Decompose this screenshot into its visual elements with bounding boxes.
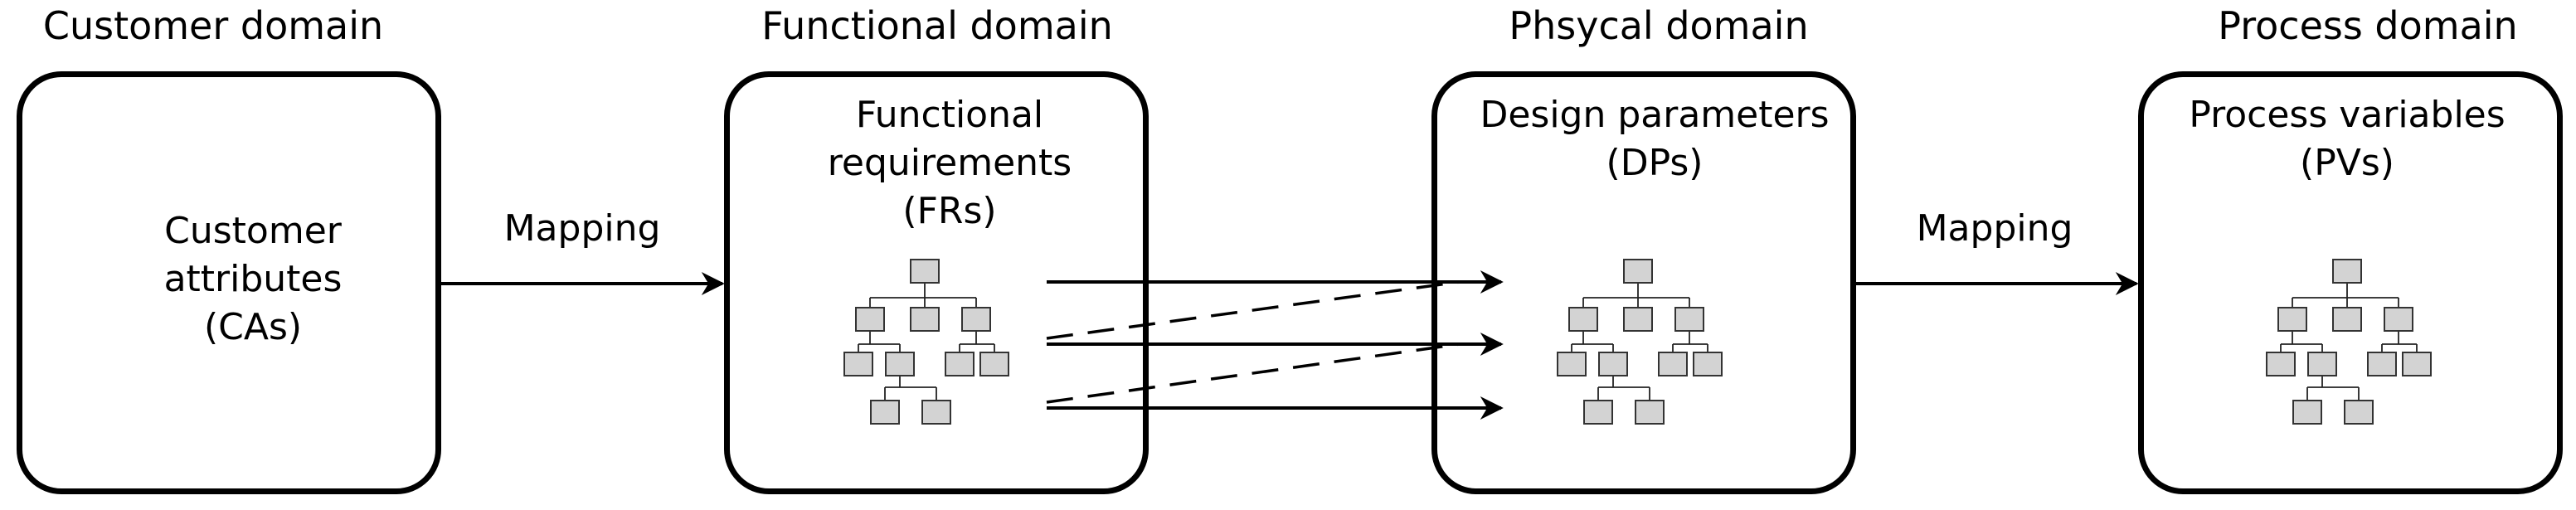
tree-node	[2384, 307, 2413, 332]
coupling-dashed-line-2	[1046, 342, 1461, 404]
tree-node	[2307, 352, 2337, 376]
process-variables-text: Process variables (PVs)	[2189, 91, 2505, 187]
customer-attributes-text: Customer attributes (CAs)	[164, 207, 343, 352]
tree-node	[2402, 352, 2432, 376]
functional-requirements-line-3: (FRs)	[902, 190, 997, 232]
hierarchy-tree-icon	[2266, 259, 2432, 425]
process-variables-line-2: (PVs)	[2300, 142, 2394, 184]
tree-node	[1674, 307, 1704, 332]
customer-domain-title: Customer domain	[42, 3, 384, 48]
customer-attributes-line-1: Customer	[164, 210, 342, 252]
tree-node	[921, 400, 951, 425]
tree-node	[2344, 400, 2374, 425]
process-variables-line-1: Process variables	[2189, 94, 2506, 136]
hierarchy-tree-icon	[843, 259, 1009, 425]
mapping-label-physical-process: Mapping	[1916, 207, 2073, 250]
hierarchy-tree-icon	[1557, 259, 1723, 425]
tree-node	[910, 259, 940, 284]
functional-domain-title: Functional domain	[761, 3, 1113, 48]
tree-node	[870, 400, 900, 425]
tree-node	[1583, 400, 1613, 425]
tree-node	[1623, 259, 1653, 284]
customer-domain-box	[17, 71, 441, 494]
functional-requirements-text: Functional requirements (FRs)	[828, 91, 1072, 236]
tree-node	[1623, 307, 1653, 332]
mapping-label-customer-functional: Mapping	[503, 207, 661, 250]
tree-node	[2292, 400, 2322, 425]
physical-domain-title: Phsycal domain	[1509, 3, 1809, 48]
customer-attributes-line-3: (CAs)	[203, 306, 303, 348]
tree-node	[843, 352, 873, 376]
tree-node	[1557, 352, 1587, 376]
tree-node	[2332, 259, 2362, 284]
design-parameters-line-2: (DPs)	[1606, 142, 1704, 184]
design-parameters-line-1: Design parameters	[1480, 94, 1830, 136]
functional-requirements-line-2: requirements	[827, 142, 1072, 184]
tree-node	[2266, 352, 2296, 376]
tree-node	[1693, 352, 1723, 376]
tree-node	[855, 307, 885, 332]
tree-node	[2332, 307, 2362, 332]
tree-node	[1568, 307, 1598, 332]
tree-node	[1658, 352, 1688, 376]
tree-node	[1635, 400, 1665, 425]
tree-node	[945, 352, 975, 376]
tree-node	[1598, 352, 1628, 376]
tree-node	[979, 352, 1009, 376]
tree-node	[961, 307, 991, 332]
coupling-dashed-line-1	[1046, 280, 1461, 340]
functional-requirements-line-1: Functional	[855, 94, 1044, 136]
tree-node	[885, 352, 915, 376]
tree-node	[2367, 352, 2397, 376]
tree-node	[2277, 307, 2307, 332]
design-parameters-text: Design parameters (DPs)	[1480, 91, 1829, 187]
process-domain-title: Process domain	[2218, 3, 2518, 48]
tree-node	[910, 307, 940, 332]
customer-attributes-line-2: attributes	[163, 258, 343, 300]
